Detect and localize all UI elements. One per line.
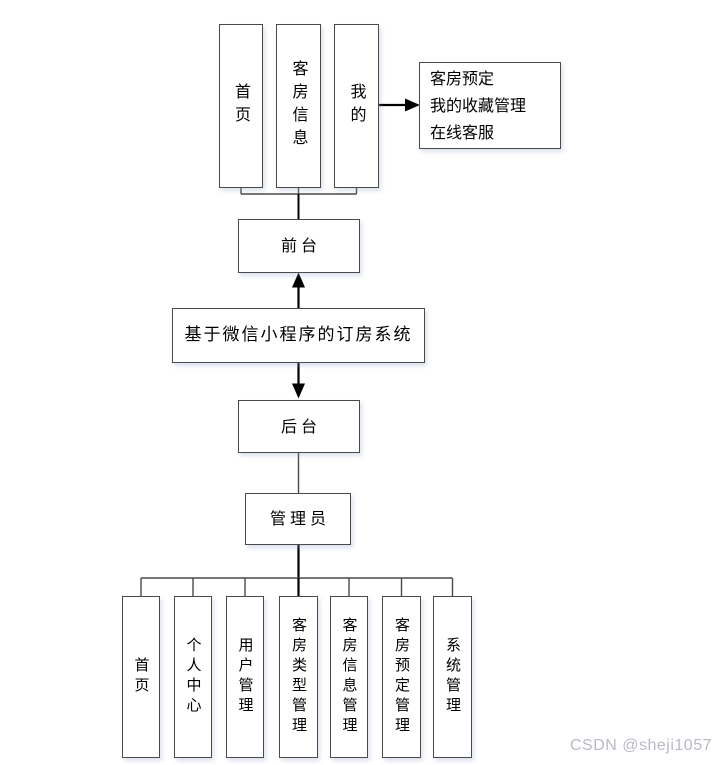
module-box-system-management: 系统管理 [433, 596, 472, 758]
module-box-room-info-management: 客房信息管理 [330, 596, 368, 758]
module-box-user-management: 用户管理 [226, 596, 264, 758]
page-box-room-info: 客房信息 [276, 24, 321, 188]
mine-features-note: 客房预定 我的收藏管理 在线客服 [419, 62, 561, 149]
system-title-box: 基于微信小程序的订房系统 [172, 308, 425, 363]
admin-box: 管理员 [245, 493, 351, 545]
note-line-favorites: 我的收藏管理 [430, 96, 527, 115]
note-line-online-service: 在线客服 [430, 123, 495, 142]
module-box-room-type-management: 客房类型管理 [279, 596, 318, 758]
arrow-mine-to-note-head [405, 98, 420, 112]
backend-box: 后台 [238, 400, 360, 453]
module-box-room-booking-management: 客房预定管理 [382, 596, 421, 758]
arrow-system-to-frontend-head [292, 272, 305, 288]
page-box-home: 首页 [219, 24, 263, 188]
module-box-home: 首页 [122, 596, 160, 758]
page-box-mine: 我的 [334, 24, 379, 188]
note-line-room-booking: 客房预定 [430, 69, 495, 88]
watermark: CSDN @sheji1057 [569, 737, 712, 754]
frontend-box: 前台 [238, 219, 360, 273]
arrow-system-to-backend-head [292, 383, 305, 399]
module-box-personal-center: 个人中心 [174, 596, 212, 758]
